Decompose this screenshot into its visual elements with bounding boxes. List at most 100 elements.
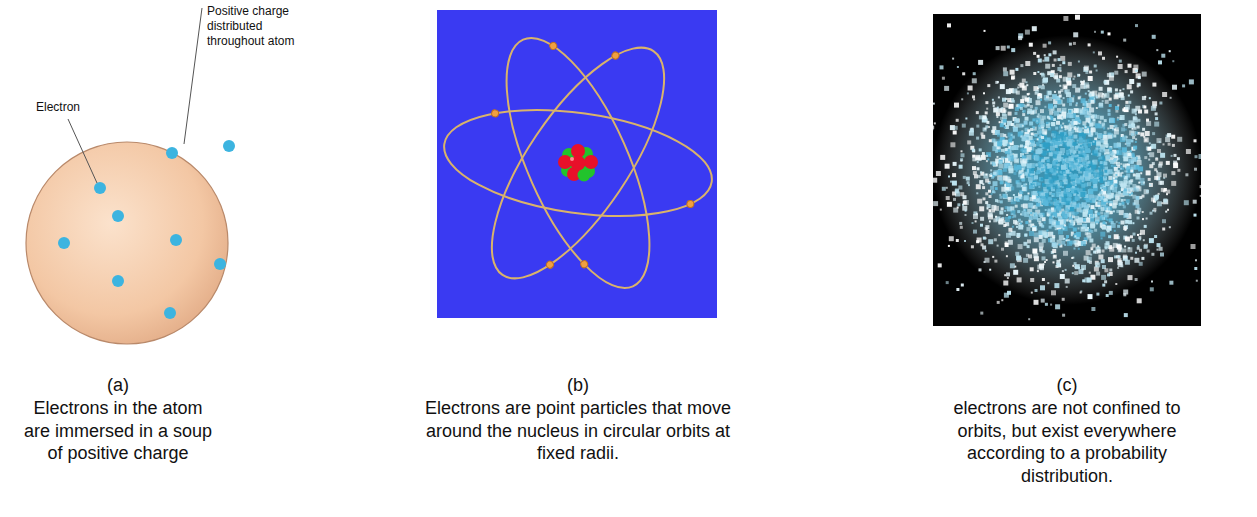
cloud-speck [1078,89,1080,91]
cloud-speck [1062,61,1065,64]
cloud-speck [984,30,986,32]
cloud-speck [1108,235,1111,238]
cloud-speck [1008,133,1013,138]
cloud-speck [1027,93,1029,95]
cloud-speck [1005,242,1008,245]
cloud-speck [1037,71,1039,73]
cloud-speck [1030,128,1033,131]
cloud-speck [1165,211,1167,213]
cloud-speck [1102,57,1105,60]
cloud-speck [1108,187,1112,191]
cloud-speck [1149,183,1153,187]
cloud-speck [1169,50,1171,52]
cloud-speck [1025,117,1029,121]
cloud-speck [978,60,983,65]
cloud-speck [1109,203,1112,206]
cloud-speck [1125,70,1128,73]
orbit [477,19,678,306]
cloud-speck [1066,235,1069,238]
cloud-speck [983,92,985,94]
cloud-speck [1082,121,1086,125]
cloud-speck [1037,270,1039,272]
cloud-speck [942,187,946,191]
cloud-speck [1096,272,1100,276]
cloud-speck [998,234,1000,236]
cloud-speck [1072,203,1076,207]
cloud-speck [1033,127,1037,131]
leader-line [184,8,202,144]
cloud-speck [1054,151,1056,153]
cloud-speck [1166,190,1170,194]
cloud-speck [1089,91,1094,96]
cloud-speck [1006,214,1008,216]
cloud-speck [1157,138,1162,143]
cloud-speck [1074,248,1076,250]
cloud-speck [1088,294,1093,299]
cloud-speck [1127,143,1131,147]
cloud-speck [1042,60,1044,62]
cloud-speck [1122,202,1125,205]
cloud-speck [1098,167,1100,169]
cloud-speck [963,201,967,205]
cloud-speck [1006,186,1011,191]
cloud-speck [1016,170,1018,172]
cloud-speck [1142,72,1147,77]
cloud-speck [1059,64,1061,66]
cloud-speck [1080,176,1084,180]
cloud-speck [1054,256,1056,258]
cloud-speck [990,175,992,177]
cloud-speck [1103,176,1107,180]
cloud-speck [1006,183,1010,187]
cloud-speck [1162,92,1167,97]
cloud-speck [1063,238,1065,240]
cloud-speck [1042,256,1046,260]
cloud-speck [1144,156,1147,159]
cloud-speck [1109,104,1112,107]
cloud-speck [1085,278,1090,283]
cloud-speck [1114,71,1118,75]
cloud-speck [986,152,991,157]
cloud-speck [1162,228,1165,231]
cloud-speck [1039,140,1042,143]
cloud-speck [1038,113,1040,115]
cloud-speck [999,164,1004,169]
cloud-speck [1003,71,1008,76]
cloud-speck [1143,106,1146,109]
cloud-speck [1040,109,1044,113]
cloud-speck [1061,116,1063,118]
cloud-speck [1062,298,1065,301]
cloud-speck [1054,111,1059,116]
cloud-speck [1089,71,1092,74]
cloud-speck [1149,142,1151,144]
cloud-speck [1069,103,1072,106]
cloud-speck [1125,237,1130,242]
cloud-speck [1156,49,1158,51]
cloud-speck [933,126,934,129]
cloud-speck [1119,90,1121,92]
cloud-speck [1048,166,1050,168]
cloud-speck [1015,112,1018,115]
cloud-speck [1029,169,1034,174]
cloud-speck [1132,109,1137,114]
cloud-speck [1115,283,1117,285]
cloud-speck [1184,200,1189,205]
cloud-speck [1046,124,1050,128]
cloud-speck [1163,199,1168,204]
cloud-speck [985,201,988,204]
cloud-speck [950,181,952,183]
cloud-speck [962,124,966,128]
cloud-speck [1102,100,1104,102]
cloud-speck [1059,245,1062,248]
cloud-speck [986,228,988,230]
cloud-speck [1040,144,1042,146]
cloud-speck [1113,205,1117,209]
cloud-speck [1121,199,1124,202]
cloud-speck [1042,116,1046,120]
cloud-speck [1014,154,1018,158]
cloud-speck [1117,245,1122,250]
cloud-speck [949,236,954,241]
cloud-speck [1053,136,1055,138]
cloud-speck [1108,176,1112,180]
cloud-speck [1035,289,1038,292]
cloud-speck [1098,160,1100,162]
